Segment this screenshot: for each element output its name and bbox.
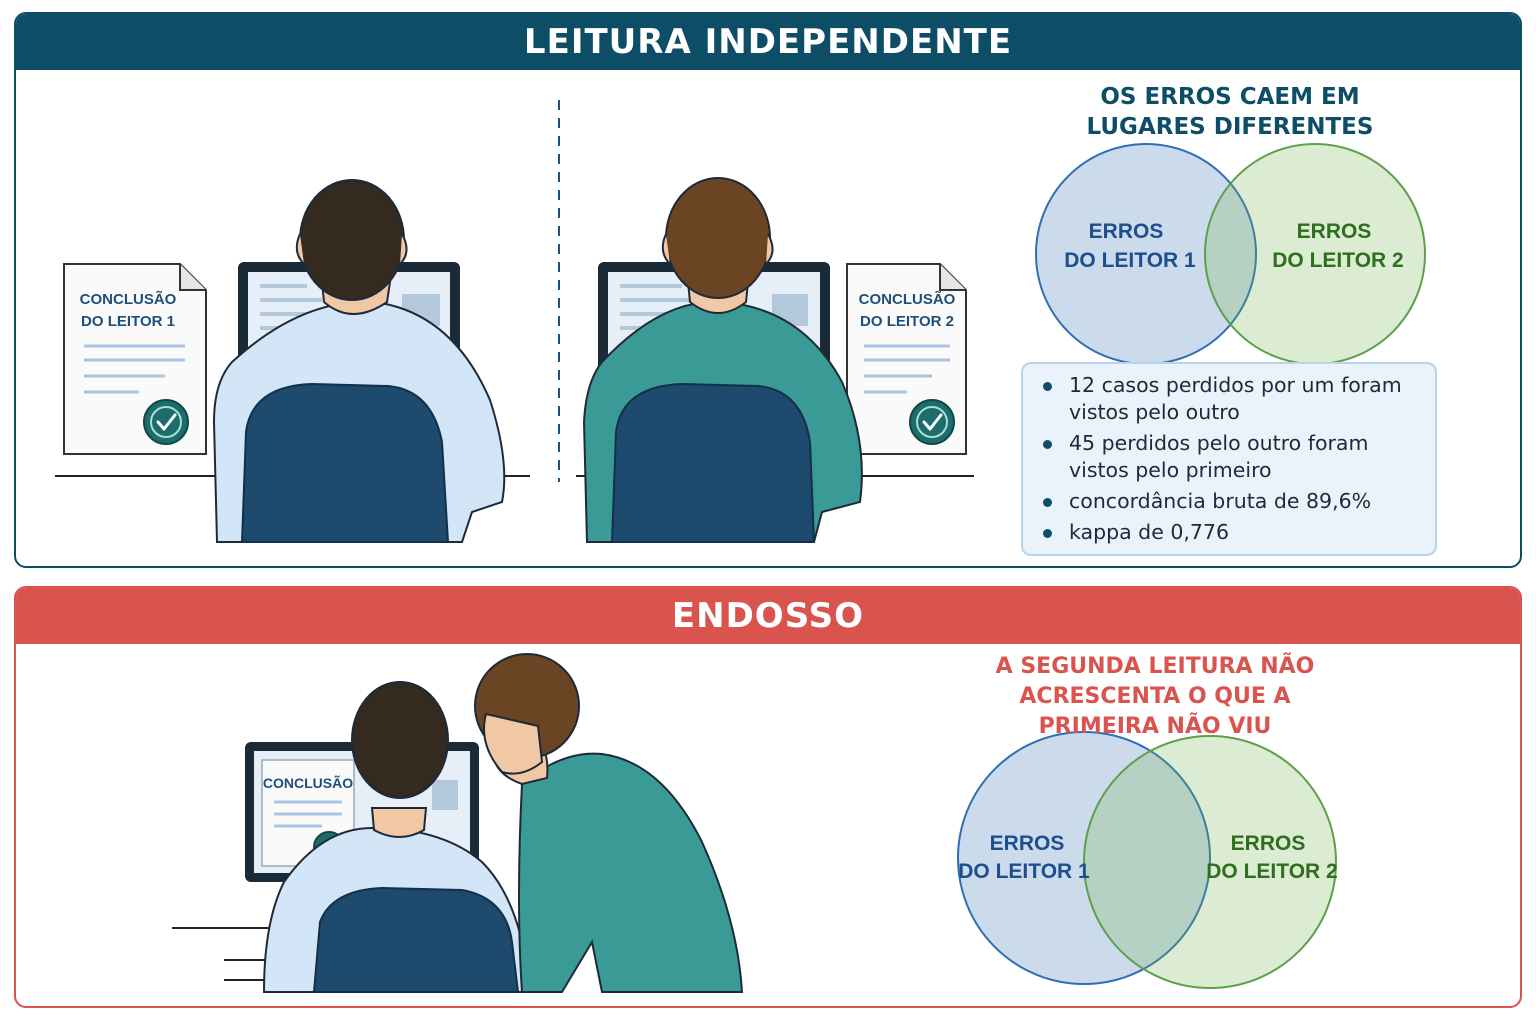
screen-doc-label: CONCLUSÃO — [263, 774, 353, 791]
reader-1-scene: CONCLUSÃO DO LEITOR 1 — [55, 179, 530, 543]
check-badge-icon — [909, 399, 955, 445]
endorsement-title: ENDOSSO — [16, 588, 1520, 644]
stat-item: kappa de 0,776 — [1043, 519, 1421, 546]
venn-circle-reader-2 — [1083, 735, 1337, 989]
headline-line: LUGARES DIFERENTES — [1086, 114, 1374, 140]
doc-2-label-line2: DO LEITOR 2 — [860, 313, 954, 330]
venn-diagram-independent: ERROS DO LEITOR 1 ERROS DO LEITOR 2 — [1035, 143, 1426, 365]
independent-reading-illustration: CONCLUSÃO DO LEITOR 1 — [55, 100, 1426, 543]
stats-list: 12 casos perdidos por um foram vistos pe… — [1043, 372, 1421, 546]
endorsement-illustration: CONCLUSÃO ERROS — [172, 653, 1338, 993]
independent-reading-headline: OS ERROS CAEM EM LUGARES DIFERENTES — [1030, 82, 1430, 142]
stat-item: 12 casos perdidos por um foram vistos pe… — [1043, 372, 1421, 426]
reader-1-person — [212, 179, 506, 543]
reader-2-scene: CONCLUSÃO DO LEITOR 2 — [576, 177, 974, 543]
reader-2-person — [582, 177, 863, 543]
endorsement-panel: ENDOSSO CONCLUSÃO — [14, 586, 1522, 1008]
venn-diagram-endorsement: ERROS DO LEITOR 1 ERROS DO LEITOR 2 — [957, 731, 1338, 989]
stat-item: concordância bruta de 89,6% — [1043, 488, 1421, 515]
venn-top-left-line2: DO LEITOR 1 — [1064, 249, 1196, 272]
reader-1-conclusion-document: CONCLUSÃO DO LEITOR 1 — [63, 263, 207, 455]
headline-line: OS ERROS CAEM EM — [1100, 84, 1360, 110]
doc-2-label-line1: CONCLUSÃO — [859, 290, 956, 308]
venn-bottom-right-line1: ERROS — [1231, 832, 1306, 855]
venn-bottom-left-line1: ERROS — [990, 832, 1065, 855]
venn-bottom-right-line2: DO LEITOR 2 — [1206, 860, 1337, 883]
venn-top-right-line1: ERROS — [1297, 220, 1372, 243]
doc-1-label-line2: DO LEITOR 1 — [81, 313, 175, 330]
headline-line: ACRESCENTA O QUE A — [1019, 684, 1291, 709]
venn-top-right-line2: DO LEITOR 2 — [1272, 249, 1403, 272]
headline-line: A SEGUNDA LEITURA NÃO — [995, 654, 1315, 679]
venn-bottom-left-line2: DO LEITOR 1 — [958, 860, 1090, 883]
check-badge-icon — [143, 399, 189, 445]
independent-reading-panel: LEITURA INDEPENDENTE CONCLUSÃO DO LEITOR… — [14, 12, 1522, 568]
stat-item: 45 perdidos pelo outro foram vistos pelo… — [1043, 430, 1421, 484]
independent-reading-title: LEITURA INDEPENDENTE — [16, 14, 1520, 70]
headline-line: PRIMEIRA NÃO VIU — [1038, 714, 1272, 739]
doc-1-label-line1: CONCLUSÃO — [80, 290, 177, 308]
reader-2-conclusion-document: CONCLUSÃO DO LEITOR 2 — [846, 263, 967, 455]
stats-box: 12 casos perdidos por um foram vistos pe… — [1021, 362, 1437, 556]
seated-reader — [262, 681, 532, 993]
leaning-reader — [474, 653, 744, 993]
venn-top-left-line1: ERROS — [1089, 220, 1164, 243]
endorsement-headline: A SEGUNDA LEITURA NÃO ACRESCENTA O QUE A… — [960, 652, 1350, 742]
